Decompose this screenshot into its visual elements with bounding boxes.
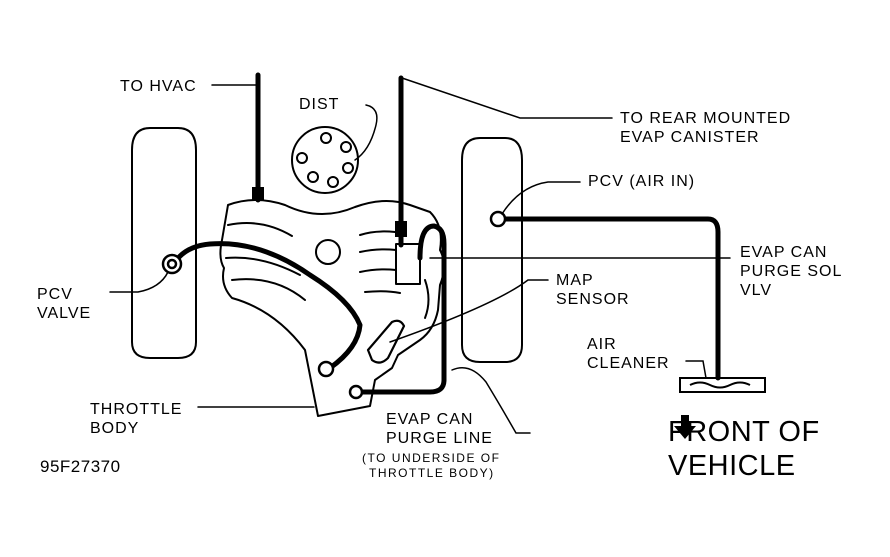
label-line: TO REAR MOUNTED [620, 110, 792, 127]
label-line: EVAP CAN [386, 411, 474, 428]
label-line: EVAP CAN [740, 244, 828, 261]
pcv-air-in-port [489, 210, 507, 228]
label-line: THROTTLE [90, 401, 183, 418]
distributor [291, 126, 359, 194]
label-line-with-arrow: VEHICLE [668, 415, 820, 483]
label-front-of-vehicle: FRONT OF VEHICLE [668, 415, 820, 483]
label-evap-can-purge-sol-vlv: EVAP CAN PURGE SOL VLV [740, 243, 842, 300]
label-line: PURGE SOL [740, 263, 843, 280]
label-evap-can-purge-line: EVAP CAN PURGE LINE [386, 410, 493, 448]
figure-code: 95F27370 [40, 457, 121, 476]
label-air-cleaner: AIR CLEANER [587, 335, 670, 373]
label-line: (TO UNDERSIDE OF [362, 451, 501, 465]
intake-manifold [219, 199, 445, 417]
label-line: PCV [37, 286, 73, 303]
map-sensor [366, 319, 406, 364]
label-line: VALVE [37, 305, 92, 322]
label-line: VLV [740, 282, 773, 299]
down-arrow-icon [674, 415, 696, 439]
label-dist: DIST [299, 95, 339, 114]
air-cleaner [679, 377, 766, 393]
label-map-sensor: MAP SENSOR [556, 271, 630, 309]
label-line: AIR [587, 336, 617, 353]
label-line: BODY [90, 420, 140, 437]
label-line: MAP [556, 272, 594, 289]
label-purge-line-note: (TO UNDERSIDE OF THROTTLE BODY) [362, 451, 500, 481]
label-line: VEHICLE [668, 450, 796, 482]
purge-solenoid [395, 243, 421, 285]
label-line: CLEANER [587, 355, 670, 372]
right-valve-cover [461, 137, 523, 363]
label-text: DIST [299, 96, 340, 113]
label-line: FRONT OF [668, 416, 820, 448]
label-pcv-valve: PCV VALVE [37, 285, 91, 323]
label-text: PCV (AIR IN) [588, 173, 696, 190]
label-to-rear-canister: TO REAR MOUNTED EVAP CANISTER [620, 109, 791, 147]
label-pcv-air-in: PCV (AIR IN) [588, 172, 695, 191]
label-line: THROTTLE BODY) [369, 466, 495, 480]
label-throttle-body: THROTTLE BODY [90, 400, 182, 438]
label-to-hvac: TO HVAC [120, 77, 197, 96]
left-valve-cover [131, 127, 197, 359]
label-line: EVAP CANISTER [620, 129, 760, 146]
figure-code-text: 95F27370 [40, 457, 121, 476]
label-line: PURGE LINE [386, 430, 493, 447]
label-line: SENSOR [556, 291, 630, 308]
label-text: TO HVAC [120, 78, 197, 95]
